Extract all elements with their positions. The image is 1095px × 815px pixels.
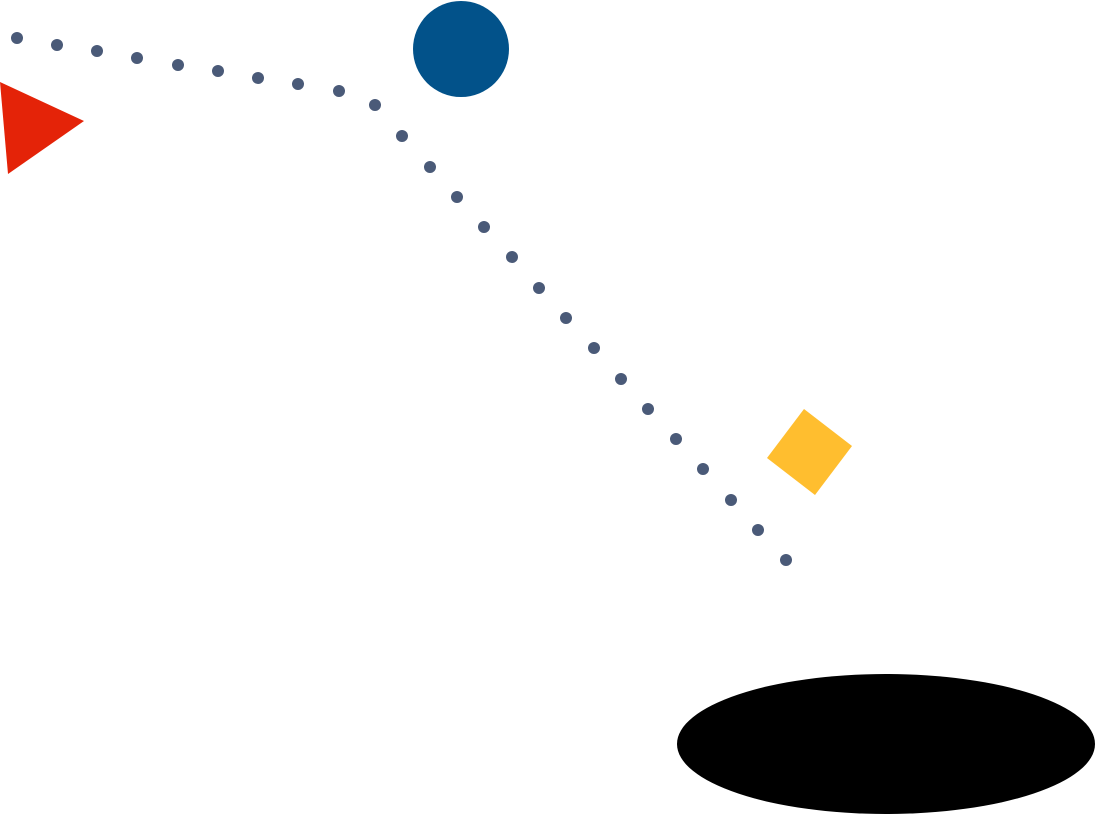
- yellow-diamond: [767, 409, 852, 495]
- path-dot: [51, 39, 63, 51]
- path-dot: [670, 433, 682, 445]
- path-dot: [752, 524, 764, 536]
- path-dot: [780, 554, 792, 566]
- path-dot: [560, 312, 572, 324]
- path-dot: [333, 85, 345, 97]
- path-dot: [172, 59, 184, 71]
- black-ellipse: [677, 674, 1095, 814]
- path-dot: [588, 342, 600, 354]
- path-dot: [725, 494, 737, 506]
- path-dot: [424, 161, 436, 173]
- path-dot: [642, 403, 654, 415]
- path-dot: [506, 251, 518, 263]
- path-dot: [533, 282, 545, 294]
- path-dot: [478, 221, 490, 233]
- path-dot: [697, 463, 709, 475]
- path-dot: [11, 32, 23, 44]
- path-dot: [396, 130, 408, 142]
- path-dot: [369, 99, 381, 111]
- path-dot: [252, 72, 264, 84]
- path-dot: [451, 191, 463, 203]
- path-dot: [131, 52, 143, 64]
- path-dot: [615, 373, 627, 385]
- blue-circle: [413, 1, 509, 97]
- dotted-path: [11, 32, 792, 566]
- path-dot: [91, 45, 103, 57]
- path-dot: [292, 78, 304, 90]
- red-triangle: [0, 82, 84, 174]
- path-dot: [212, 65, 224, 77]
